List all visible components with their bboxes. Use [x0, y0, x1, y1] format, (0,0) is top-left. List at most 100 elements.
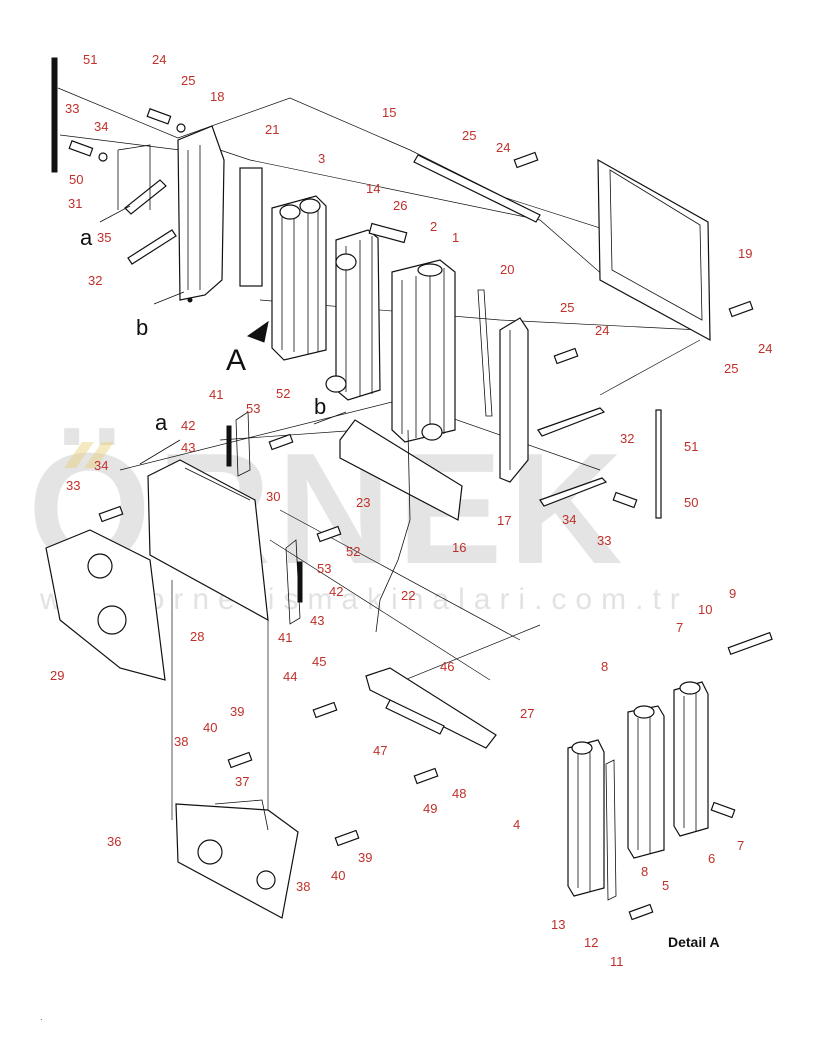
aftercooler-14: [325, 229, 381, 401]
callout-label: 25: [462, 128, 476, 143]
callout-label: 51: [684, 439, 698, 454]
callout-label: 11: [610, 954, 624, 969]
strip-15: [413, 154, 541, 223]
oil-cooler-3: [271, 195, 327, 361]
callout-label: 23: [356, 495, 370, 510]
callout-label: 5: [662, 878, 669, 893]
callout-label: 2: [430, 219, 437, 234]
callout-label: 4: [513, 817, 520, 832]
misc-bolts: [98, 151, 773, 921]
callout-label: 24: [496, 140, 510, 155]
callout-label: 35: [97, 230, 111, 245]
callout-label: 50: [684, 495, 698, 510]
callout-label: 28: [190, 629, 204, 644]
callout-label: 38: [174, 734, 188, 749]
callout-label: 44: [283, 669, 297, 684]
callout-label: 40: [331, 868, 345, 883]
detail-a-cooler-6: [673, 681, 709, 837]
bracket-frame-17: [499, 317, 529, 483]
callout-label: 34: [94, 119, 108, 134]
bar-46: [365, 667, 497, 749]
bracket-frame-18: [177, 125, 225, 303]
callout-label: 9: [729, 586, 736, 601]
callout-label: 32: [620, 431, 634, 446]
callout-label: 32: [88, 273, 102, 288]
callout-label: 42: [329, 584, 343, 599]
detail-a-cooler-4: [567, 739, 605, 897]
bracket-16: [339, 419, 463, 521]
callout-label: 53: [246, 401, 260, 416]
callout-label: 52: [276, 386, 290, 401]
callout-label: 43: [310, 613, 324, 628]
callout-label: 24: [152, 52, 166, 67]
detail-a-cooler-5: [627, 705, 665, 859]
callout-label: 13: [551, 917, 565, 932]
callout-label: 51: [83, 52, 97, 67]
callout-label: 25: [560, 300, 574, 315]
callout-label: 10: [698, 602, 712, 617]
cover-36: [175, 803, 299, 919]
view-letter: A: [226, 344, 246, 377]
callout-label: 21: [265, 122, 279, 137]
callout-label: 34: [94, 458, 108, 473]
callout-label: 41: [209, 387, 223, 402]
callout-label: 24: [758, 341, 772, 356]
watermark-chevron-icon: [64, 442, 114, 468]
callout-label: 20: [500, 262, 514, 277]
callout-label: 53: [317, 561, 331, 576]
view-letter: b: [314, 394, 326, 419]
callout-label: 49: [423, 801, 437, 816]
callout-label: 7: [676, 620, 683, 635]
callout-label: 50: [69, 172, 83, 187]
rod-32-lower: [539, 477, 608, 507]
callout-label: 33: [597, 533, 611, 548]
seal-strip-right: [655, 409, 662, 519]
callout-label: 29: [50, 668, 64, 683]
hose-22: [375, 429, 411, 633]
callout-label: 45: [312, 654, 326, 669]
seal-20: [477, 289, 493, 417]
callout-label: 6: [708, 851, 715, 866]
bar-47: [385, 699, 445, 735]
seal-30: [184, 467, 251, 501]
page-mark: .: [40, 1012, 43, 1023]
callout-label: 24: [595, 323, 609, 338]
callout-label: 26: [393, 198, 407, 213]
callout-label: 16: [452, 540, 466, 555]
callout-label: 27: [520, 706, 534, 721]
callout-label: 17: [497, 513, 511, 528]
bolt-group-top-left: [68, 108, 186, 162]
callout-label: 37: [235, 774, 249, 789]
callout-label: 34: [562, 512, 576, 527]
plate-41-upper: [235, 411, 251, 477]
detail-caption: Detail A: [668, 934, 720, 950]
callout-label: 33: [66, 478, 80, 493]
panel-21: [239, 167, 263, 287]
callout-label: 15: [382, 105, 396, 120]
callout-label: 14: [366, 181, 380, 196]
cover-29: [45, 529, 166, 681]
callout-label: 42: [181, 418, 195, 433]
callout-label: 43: [181, 440, 195, 455]
plate-26: [368, 222, 408, 244]
plate-41-lower: [285, 539, 301, 625]
callout-label: 52: [346, 544, 360, 559]
callout-label: 1: [452, 230, 459, 245]
rod-32-upper: [537, 407, 606, 437]
callout-label: 33: [65, 101, 79, 116]
callout-label: 25: [181, 73, 195, 88]
callout-label: 48: [452, 786, 466, 801]
callout-label: 40: [203, 720, 217, 735]
strip-13: [605, 759, 617, 901]
stud-42-upper: [226, 425, 232, 467]
callout-label: 36: [107, 834, 121, 849]
callout-label: 47: [373, 743, 387, 758]
callout-label: 31: [68, 196, 82, 211]
brace-rods: [117, 144, 177, 265]
callout-label: 8: [601, 659, 608, 674]
callout-label: 38: [296, 879, 310, 894]
callout-label: 8: [641, 864, 648, 879]
callout-label: 39: [230, 704, 244, 719]
callout-label: 30: [266, 489, 280, 504]
view-arrows: [99, 205, 347, 465]
